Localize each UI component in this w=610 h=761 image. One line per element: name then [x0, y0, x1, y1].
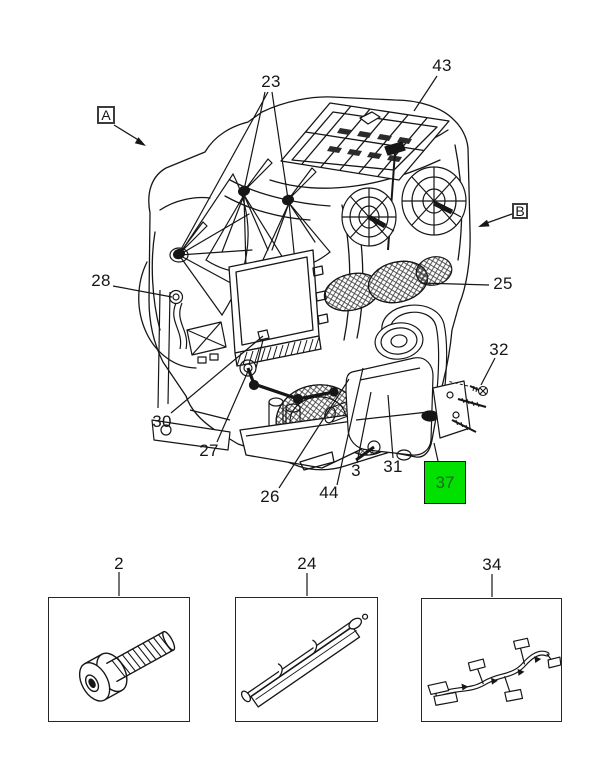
socket-head-screw-illustration	[78, 630, 176, 702]
callout-3: 3	[351, 461, 361, 480]
callout-32: 32	[489, 340, 509, 359]
top-grille	[280, 102, 450, 251]
wiring-harness-illustration	[427, 637, 561, 706]
detail-callout-34: 34	[482, 555, 502, 574]
callout-25: 25	[493, 274, 513, 293]
detail-box-part-2	[48, 597, 190, 722]
detail-box-part-24	[235, 597, 378, 722]
callout-44: 44	[319, 483, 339, 502]
detail-callout-2: 2	[114, 554, 124, 573]
leader-lines	[112, 75, 513, 597]
callout-31: 31	[383, 457, 403, 476]
seal-strip-rod-illustration	[240, 613, 369, 708]
callout-23: 23	[261, 72, 281, 91]
view-label-b-text: B	[515, 203, 525, 219]
callout-26: 26	[260, 487, 280, 506]
bottom-duct	[239, 412, 369, 471]
callout-28: 28	[91, 271, 111, 290]
left-bracket-assembly	[151, 289, 257, 451]
callout-37-text: 37	[435, 472, 455, 492]
view-label-a-text: A	[101, 107, 111, 123]
heater-core	[228, 249, 329, 367]
detail-callout-24: 24	[297, 554, 317, 573]
blower-wheels	[341, 166, 467, 247]
view-label-b: B	[512, 203, 528, 219]
callout-30: 30	[152, 412, 172, 431]
detail-box-part-34	[421, 598, 562, 722]
callout-43: 43	[432, 56, 452, 75]
screw-32	[446, 380, 489, 397]
callout-37-highlighted[interactable]: 37	[424, 461, 466, 504]
view-label-a: A	[97, 106, 115, 124]
callout-27: 27	[199, 441, 219, 460]
